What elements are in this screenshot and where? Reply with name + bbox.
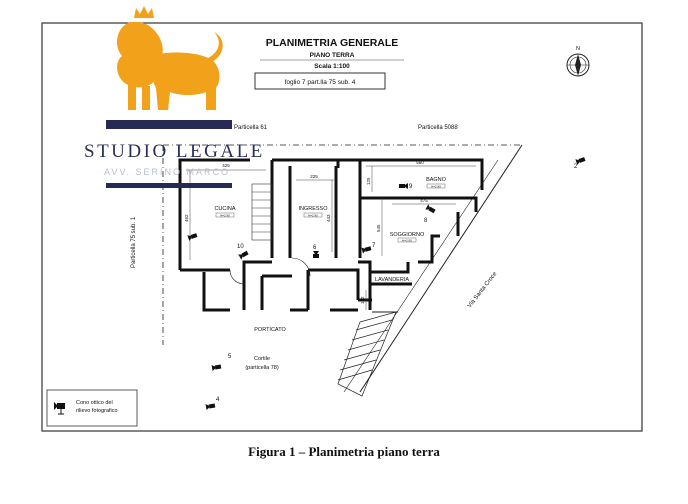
- room-porch: PORTICATO: [254, 327, 286, 333]
- room-kitchen: CUCINA: [214, 206, 235, 212]
- height-tag: [426, 183, 446, 189]
- north-label: N: [576, 46, 580, 52]
- drawing-frame: [41, 22, 643, 432]
- camera-icon: [313, 251, 319, 258]
- door-swing: [291, 257, 311, 277]
- dim-kitchen-depth: 462: [184, 214, 189, 222]
- photo-point-label: 7: [372, 243, 376, 249]
- plan-floor: PIANO TERRA: [310, 52, 355, 59]
- photo-point-label: 8: [424, 218, 428, 224]
- camera-icon: [211, 364, 222, 371]
- legend-line-1: Cono ottico del: [76, 400, 113, 406]
- plan-title: PLANIMETRIA GENERALE: [266, 37, 399, 49]
- watermark-lawyer: AVV. SERINO MARCO: [104, 167, 231, 177]
- photo-point-label: 6: [313, 245, 317, 251]
- watermark-bar-top: [106, 120, 232, 129]
- parcel-north-right: Particella 5088: [418, 125, 458, 131]
- watermark-bar-bottom: [106, 183, 232, 188]
- room-laundry: LAVANDERIA: [375, 277, 409, 283]
- legend-line-2: rilievo fotografico: [76, 408, 118, 414]
- door-swing: [229, 269, 245, 285]
- photo-point-label: 4: [216, 397, 220, 403]
- room-bathroom: BAGNO: [426, 177, 447, 183]
- street-edge: [359, 144, 523, 393]
- dim-entrance-width: 225: [310, 174, 318, 179]
- dim-kitchen-width: 425: [222, 163, 230, 168]
- courtyard-parcel: (particella 78): [245, 365, 278, 371]
- building-walls: [178, 158, 484, 312]
- living-height: H=2.90: [402, 238, 412, 242]
- photo-point-label: 10: [237, 244, 244, 250]
- photo-point-label: 2: [574, 164, 578, 170]
- dimension-lines: [186, 165, 476, 310]
- photo-point-label: 9: [409, 184, 413, 190]
- dim-living-width: 475: [420, 198, 428, 203]
- north-arrow-icon: [566, 53, 590, 77]
- camera-icon: [238, 250, 249, 260]
- height-tag: [215, 212, 235, 218]
- figure-caption: Figura 1 – Planimetria piano terra: [248, 444, 440, 459]
- street-name: Via Santa Croce: [467, 271, 499, 310]
- entrance-height: H=2.90: [308, 213, 318, 217]
- parcel-north-left: Particella 61: [234, 125, 268, 131]
- cadastral-ref: foglio 7 part.lla 75 sub. 4: [285, 79, 356, 86]
- lion-logo-icon: [116, 6, 223, 110]
- room-courtyard: Cortile: [254, 356, 270, 362]
- dim-laundry-depth: 182: [360, 296, 365, 304]
- camera-icon: [54, 402, 65, 415]
- street-edge-inner: [343, 159, 499, 393]
- cadastral-box: [254, 72, 386, 90]
- dim-living-depth: 545: [376, 224, 381, 232]
- dim-entrance-depth: 443: [326, 214, 331, 222]
- camera-icon: [187, 233, 198, 241]
- bathroom-height: H=2.90: [431, 184, 441, 188]
- height-tag: [303, 212, 323, 218]
- dim-top-right-width: 560: [416, 160, 424, 165]
- dim-bath-depth: 125: [366, 177, 371, 185]
- height-tag: [397, 237, 417, 243]
- camera-icon: [399, 183, 408, 189]
- photo-point-markers: 2 5 4 6 7 8 9 10: [187, 157, 586, 410]
- camera-icon: [361, 246, 372, 254]
- photo-point-label: 5: [228, 354, 232, 360]
- watermark-firm: STUDIO LEGALE: [84, 141, 265, 162]
- plan-scale: Scala 1:100: [314, 63, 350, 70]
- camera-icon: [205, 403, 216, 410]
- room-living: SOGGIORNO: [390, 232, 425, 238]
- camera-icon: [425, 204, 436, 214]
- kitchen-height: H=2.90: [220, 213, 230, 217]
- parcel-west: Particella 75 sub. 1: [131, 216, 137, 268]
- room-entrance: INGRESSO: [298, 206, 328, 212]
- camera-icon: [575, 157, 586, 165]
- interior-stairs: [251, 183, 273, 241]
- exterior-stairs: [337, 311, 397, 397]
